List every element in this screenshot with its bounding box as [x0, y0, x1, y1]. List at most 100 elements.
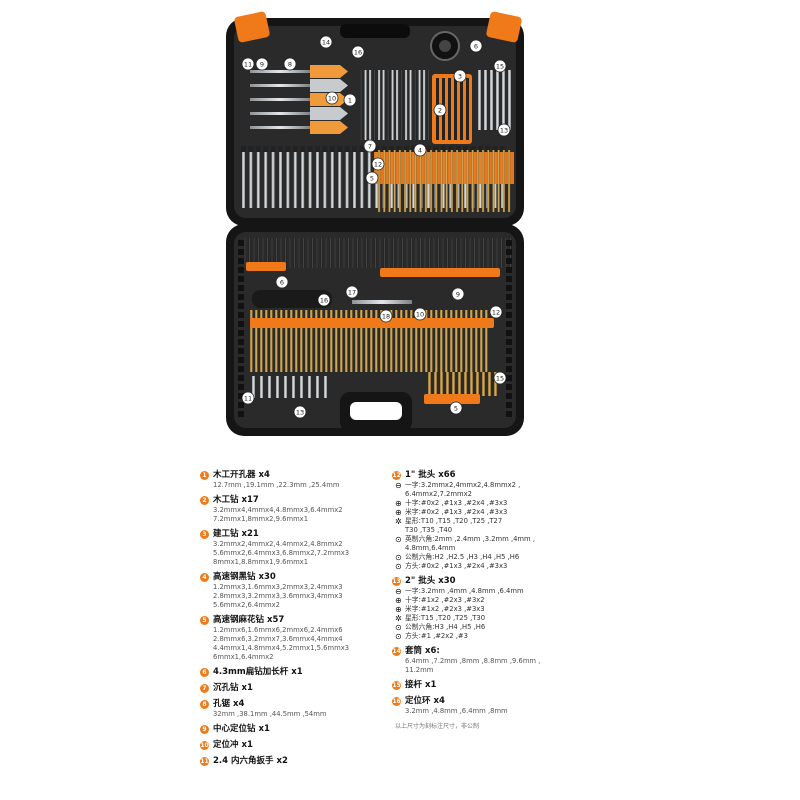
edge-slot [506, 357, 512, 363]
bit-tip-icon: ⊖ [395, 587, 402, 596]
bit-tip-icon: ⊙ [395, 632, 402, 641]
hss-black-bit [284, 238, 287, 268]
drill-bit [383, 150, 386, 212]
edge-slot [506, 294, 512, 300]
number-badge: 7 [200, 684, 209, 693]
screwdriver-bit [360, 148, 364, 208]
legend-title: 中心定位钻 x1 [213, 724, 270, 734]
screwdriver-bit [242, 148, 245, 208]
callout-number: 7 [363, 139, 377, 153]
hss-black-bit [347, 238, 350, 268]
bit-holder-slot [337, 146, 343, 152]
number-badge: 8 [200, 700, 209, 709]
spade-bit-shank [250, 84, 310, 87]
bit-type-text: 十字:#1x2 ,#2x3 ,#3x2 [405, 596, 485, 604]
edge-slot [238, 249, 244, 255]
hss-black-bit [491, 238, 494, 268]
drill-bit [508, 70, 511, 130]
hss-black-bit [352, 238, 354, 268]
bit-holder-slot [403, 146, 409, 152]
callout-number: 16 [351, 45, 365, 59]
hss-black-bit [437, 238, 440, 268]
bit-holder-slot [322, 146, 328, 152]
bit-type-line: ⊕米字:#0x2 ,#1x3 ,#2x4 ,#3x3 [392, 508, 604, 517]
drill-bit [414, 70, 417, 140]
svg-text:18: 18 [382, 312, 390, 320]
bit-type-line: ⊙公制六角:H2 ,H2.5 ,H3 ,H4 ,H5 ,H6 [392, 553, 604, 562]
callout-number: 8 [283, 57, 297, 71]
hss-twist-bit [275, 310, 278, 372]
screwdriver-bit [268, 376, 271, 398]
bit-tip-icon: ⊙ [395, 623, 402, 632]
drill-bit [440, 372, 443, 396]
callout-number: 15 [493, 371, 507, 385]
edge-slot [506, 321, 512, 327]
hss-black-bit [280, 238, 282, 268]
legend-title: 沉孔钻 x1 [213, 683, 253, 693]
number-badge: 9 [200, 725, 209, 734]
bit-type-line: ⊙英制六角:2mm ,2.4mm ,3.2mm ,4mm , 4.8mm,6.4… [392, 535, 604, 553]
hss-black-bit [469, 238, 471, 268]
callout-number: 11 [241, 391, 255, 405]
edge-slot [506, 375, 512, 381]
svg-text:16: 16 [320, 296, 328, 304]
callout-number: 16 [317, 293, 331, 307]
svg-text:7: 7 [368, 142, 372, 150]
hss-black-bit [478, 238, 480, 268]
hss-twist-bit [390, 310, 393, 372]
bit-tip-icon: ⊙ [395, 562, 402, 571]
bit-type-line: ⊙方头:#1 ,#2x2 ,#3 [392, 632, 604, 641]
hss-black-bit [410, 238, 413, 268]
hss-twist-bit [340, 310, 343, 372]
bit-holder-slot [278, 146, 283, 152]
tray-bit [460, 78, 463, 140]
bit-type-text: 一字:3.2mmx2,4mmx2,4.8mmx2 , 6.4mmx2,7.2mm… [405, 481, 521, 498]
hss-twist-bit [420, 310, 423, 372]
drill-bit [414, 150, 417, 212]
number-badge: 13 [392, 577, 401, 586]
bit-tip-icon: ⊕ [395, 596, 402, 605]
bit-tip-icon: ✲ [395, 614, 402, 623]
hss-twist-bit [380, 310, 383, 372]
hss-twist-bit [325, 310, 328, 372]
hss-twist-bit [480, 310, 483, 372]
bit-holder-slot [344, 146, 350, 152]
svg-text:4: 4 [418, 146, 422, 154]
drill-bit [487, 150, 490, 212]
svg-text:3: 3 [458, 72, 462, 80]
drill-bit [396, 70, 399, 140]
bit-holder-slot [485, 146, 491, 152]
number-badge: 5 [200, 616, 209, 625]
legend-detail: 32mm ,38.1mm ,44.5mm ,54mm [213, 710, 327, 718]
edge-slot [506, 258, 512, 264]
hss-black-bit [262, 238, 264, 268]
hss-twist-bit [400, 310, 403, 372]
hss-black-bit [473, 238, 476, 268]
edge-slot [238, 258, 244, 264]
drill-bit [378, 70, 381, 140]
drill-bit [440, 150, 443, 212]
edge-slot [238, 240, 244, 246]
hss-black-bit [343, 238, 345, 268]
screwdriver-bit [249, 148, 253, 208]
footnote: 以上尺寸为刻标注尺寸，非公制 [395, 723, 480, 730]
hss-black-bit [415, 238, 417, 268]
legend-title: 2.4 内六角扳手 x2 [213, 756, 288, 766]
bit-holder-slot [255, 146, 261, 152]
hss-twist-bit [315, 310, 318, 372]
legend-title: 4.3mm扁钻加长杆 x1 [213, 667, 303, 677]
drill-bit [476, 150, 479, 212]
screwdriver-bit [353, 148, 356, 208]
hss-twist-bit [370, 310, 373, 372]
drill-bit [466, 150, 469, 212]
svg-text:10: 10 [416, 310, 424, 318]
hss-twist-bit [290, 310, 293, 372]
screwdriver-bit [308, 148, 312, 208]
hss-twist-bit [430, 310, 433, 372]
edge-slot [238, 303, 244, 309]
hss-black-bit [334, 238, 336, 268]
